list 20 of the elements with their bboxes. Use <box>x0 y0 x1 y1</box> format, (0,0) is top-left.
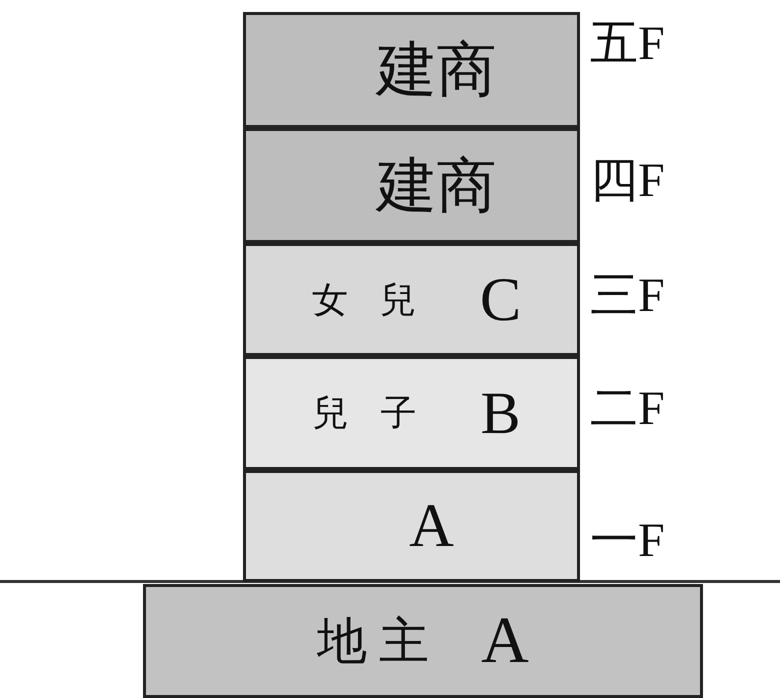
floor-number: 二F <box>590 385 665 433</box>
floor-number: 五F <box>590 20 665 68</box>
floor-box <box>243 243 580 356</box>
floor-label: A <box>409 495 454 557</box>
floor-number: 一F <box>590 517 665 565</box>
floor-label: 地主 <box>317 616 442 666</box>
floor-box <box>243 470 580 582</box>
floor-box <box>243 356 580 470</box>
floor-label: C <box>480 268 522 330</box>
floor-number: 四F <box>590 157 665 205</box>
floor-label: A <box>481 608 529 674</box>
floor-box <box>243 128 580 243</box>
floor-number: 三F <box>590 272 665 320</box>
floor-label: 建商 <box>376 156 496 216</box>
floor-label: B <box>480 383 521 443</box>
floor-label: 建商 <box>376 40 496 100</box>
floor-box <box>243 12 580 128</box>
floor-box <box>143 584 703 698</box>
floor-label: 兒子 <box>312 395 448 431</box>
floor-label: 女兒 <box>312 282 448 318</box>
